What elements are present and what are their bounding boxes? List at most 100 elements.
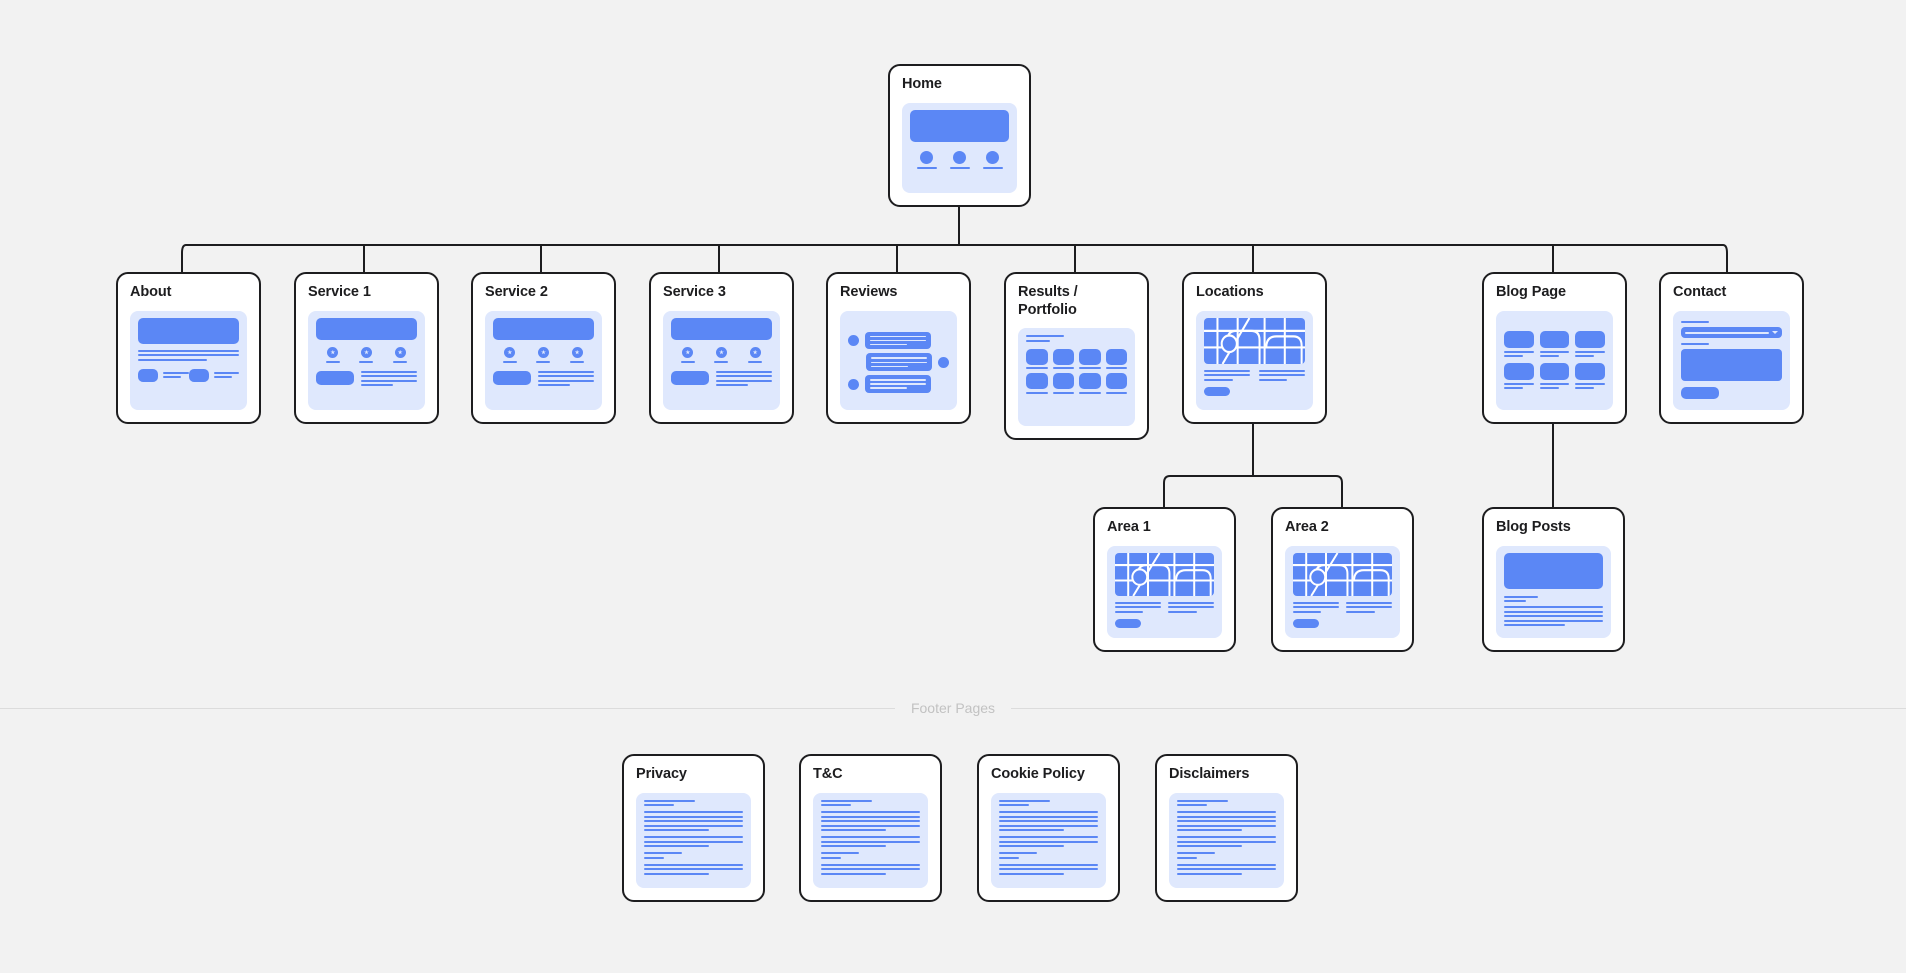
node-card-disclaimers[interactable]: Disclaimers [1155, 754, 1298, 902]
badge-caption-line [393, 360, 408, 363]
blog-card [1539, 363, 1570, 390]
service-badge-row [316, 346, 417, 363]
footer-row [493, 370, 594, 387]
node-card-area-1[interactable]: Area 1 [1093, 507, 1236, 652]
cta-button [1204, 386, 1230, 396]
text-line [138, 358, 207, 361]
star-badge-icon [327, 346, 339, 358]
node-title: Area 2 [1285, 519, 1329, 535]
badge-caption-line [536, 360, 551, 363]
node-card-blog-page[interactable]: Blog Page [1482, 272, 1627, 424]
node-card-tandc[interactable]: T&C [799, 754, 942, 902]
node-thumbnail-home [902, 102, 1017, 193]
node-thumbnail-service-1 [308, 310, 425, 410]
node-thumbnail-service-3 [663, 310, 780, 410]
service-badge [532, 346, 554, 363]
blog-card [1539, 331, 1570, 358]
cta-button [1115, 618, 1141, 628]
field-label-line [1681, 343, 1710, 346]
heading-lines [1026, 335, 1065, 342]
node-card-service-3[interactable]: Service 3 [649, 272, 794, 424]
text-block [1293, 601, 1339, 613]
divider-rule-right [1011, 707, 1906, 709]
node-title: Home [902, 76, 942, 92]
text-block [1258, 369, 1305, 381]
avatar-icon [848, 378, 859, 390]
node-thumbnail-service-2 [485, 310, 602, 410]
submit-button [1681, 387, 1719, 400]
node-title: Blog Page [1496, 284, 1566, 300]
map-caption-row [1115, 601, 1214, 613]
feature-dot-icon [920, 150, 933, 164]
node-card-cookie-policy[interactable]: Cookie Policy [977, 754, 1120, 902]
star-badge-icon [360, 346, 372, 358]
node-thumbnail-about [130, 310, 247, 410]
cta-button [671, 370, 709, 385]
map-caption-row [1293, 601, 1392, 613]
portfolio-item [1026, 348, 1048, 370]
feature-item [916, 150, 937, 169]
node-thumbnail-privacy [636, 792, 751, 888]
node-card-results-portfolio[interactable]: Results / Portfolio [1004, 272, 1149, 440]
blog-grid [1504, 331, 1605, 390]
node-card-blog-posts[interactable]: Blog Posts [1482, 507, 1625, 652]
cta-button [138, 368, 159, 382]
portfolio-item [1052, 348, 1074, 370]
node-card-home[interactable]: Home [888, 64, 1031, 207]
map-preview-icon [1115, 552, 1214, 596]
node-card-reviews[interactable]: Reviews [826, 272, 971, 424]
service-badge [710, 346, 732, 363]
node-card-service-1[interactable]: Service 1 [294, 272, 439, 424]
blog-card [1575, 331, 1605, 358]
node-title: Results / Portfolio [1018, 284, 1078, 318]
node-title: Service 1 [308, 284, 371, 300]
node-thumbnail-disclaimers [1169, 792, 1284, 888]
review-item [848, 331, 949, 350]
badge-caption-line [714, 360, 729, 363]
node-card-locations[interactable]: Locations [1182, 272, 1327, 424]
badge-caption-line [748, 360, 763, 363]
node-card-privacy[interactable]: Privacy [622, 754, 765, 902]
map-preview-icon [1204, 317, 1305, 364]
hero-banner [1504, 552, 1603, 589]
text-block [1346, 601, 1392, 613]
node-thumbnail-results-portfolio [1018, 328, 1135, 426]
node-card-contact[interactable]: Contact [1659, 272, 1804, 424]
cta-button [493, 370, 531, 385]
review-bubble [866, 353, 932, 372]
service-badge [322, 346, 344, 363]
service-badge [677, 346, 699, 363]
node-thumbnail-area-1 [1107, 545, 1222, 638]
star-badge-icon [504, 346, 516, 358]
text-block [1115, 601, 1161, 613]
portfolio-item [1026, 373, 1048, 394]
feature-item [949, 150, 970, 169]
badge-caption-line [359, 360, 374, 363]
node-card-service-2[interactable]: Service 2 [471, 272, 616, 424]
node-title: Locations [1196, 284, 1264, 300]
divider-rule-left [0, 707, 895, 709]
field-label-line [1681, 321, 1710, 324]
chevron-down-icon [1772, 331, 1778, 335]
portfolio-item [1052, 373, 1074, 394]
feature-item [982, 150, 1003, 169]
service-badge-row [493, 346, 594, 363]
node-title: Privacy [636, 766, 687, 782]
service-badge [566, 346, 588, 363]
star-badge-icon [749, 346, 761, 358]
node-title: Reviews [840, 284, 898, 300]
node-title: T&C [813, 766, 843, 782]
node-title: Contact [1673, 284, 1727, 300]
node-thumbnail-area-2 [1285, 545, 1400, 638]
node-card-area-2[interactable]: Area 2 [1271, 507, 1414, 652]
node-thumbnail-cookie-policy [991, 792, 1106, 888]
star-badge-icon [537, 346, 549, 358]
node-card-about[interactable]: About [116, 272, 261, 424]
portfolio-item [1105, 373, 1127, 394]
map-preview-icon [1293, 552, 1392, 596]
text-line [138, 354, 239, 357]
footer-row [316, 370, 417, 387]
review-item [848, 375, 949, 394]
star-badge-icon [682, 346, 694, 358]
